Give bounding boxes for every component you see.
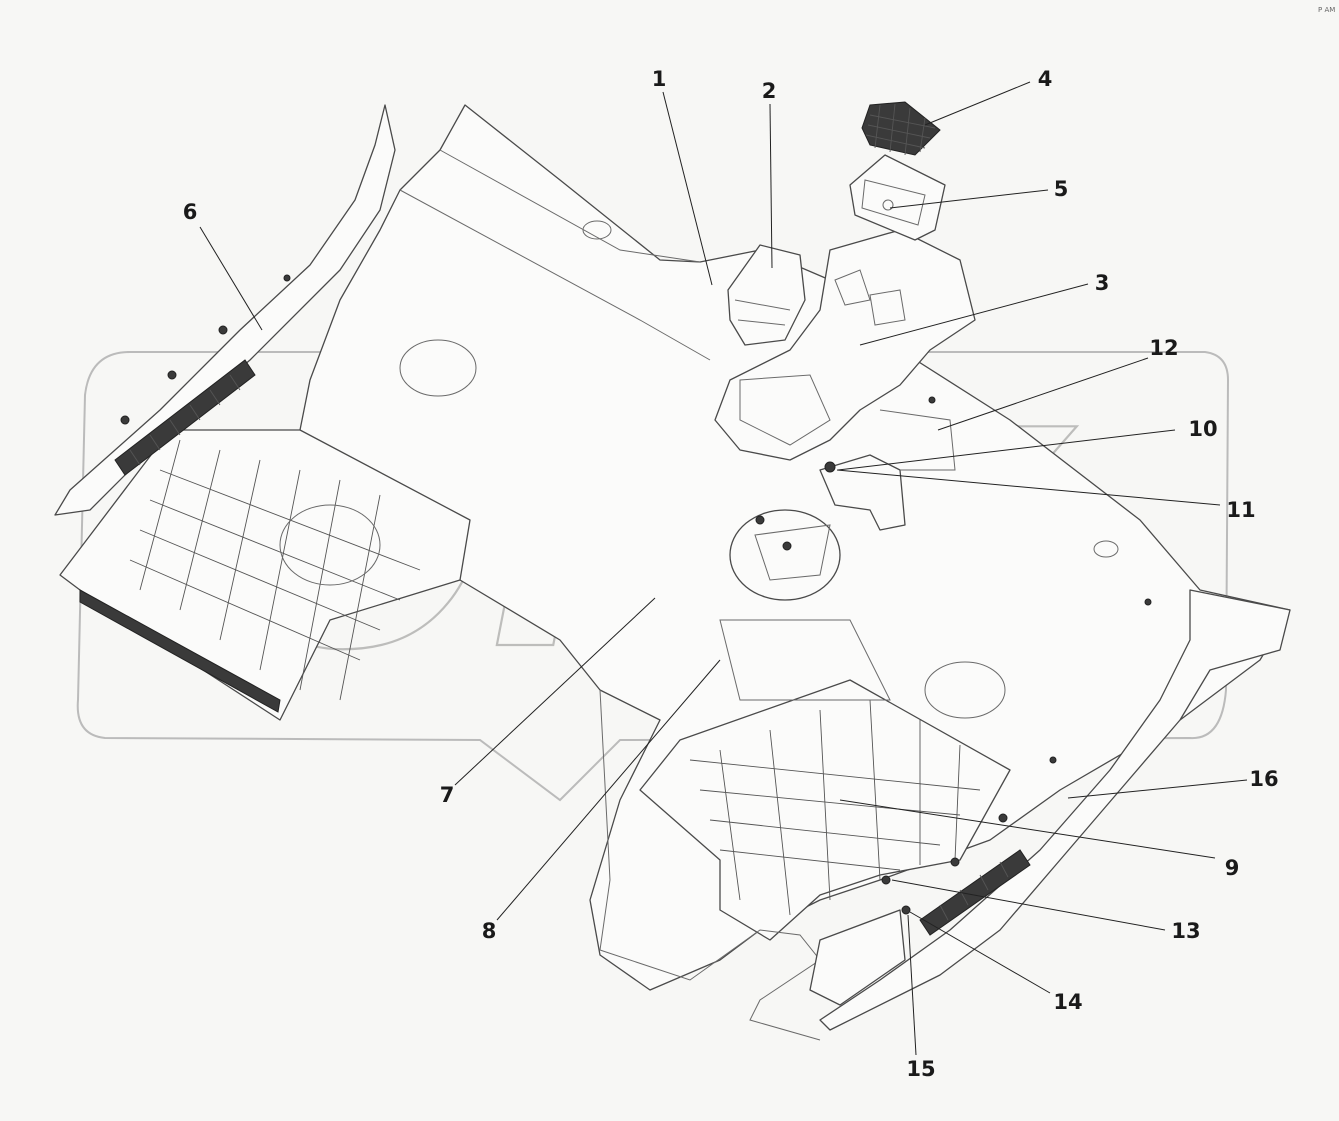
part-4-mesh-pad [861,101,941,156]
callout-2: 2 [762,79,777,103]
fasteners [120,274,1152,915]
callout-11: 11 [1226,498,1255,522]
center-console [714,229,976,461]
callout-4: 4 [1038,67,1053,91]
callout-14: 14 [1053,990,1082,1014]
bracket-assembly [819,409,956,531]
corner-mark: P AM [1318,6,1335,14]
callout-12: 12 [1149,336,1178,360]
part-5-tray [849,154,946,241]
part-2-cup-holder [727,244,806,346]
callout-7: 7 [440,783,455,807]
center-round-base [719,509,891,701]
callout-3: 3 [1095,271,1110,295]
leader-lines [199,81,1248,1056]
right-sill-trim [809,589,1291,1031]
right-floor-mat [599,679,1011,1041]
callout-16: 16 [1249,767,1278,791]
left-floor-mat [59,429,471,721]
callout-13: 13 [1171,919,1200,943]
callout-6: 6 [183,200,198,224]
callout-1: 1 [652,67,667,91]
callout-15: 15 [906,1057,935,1081]
callout-8: 8 [482,919,497,943]
left-sill-trim [54,104,396,516]
callout-10: 10 [1188,417,1217,441]
callout-9: 9 [1225,856,1240,880]
callout-5: 5 [1054,177,1069,201]
callout-labels: 1 2 3 4 5 6 7 8 9 10 11 12 13 14 15 16 [183,67,1279,1081]
